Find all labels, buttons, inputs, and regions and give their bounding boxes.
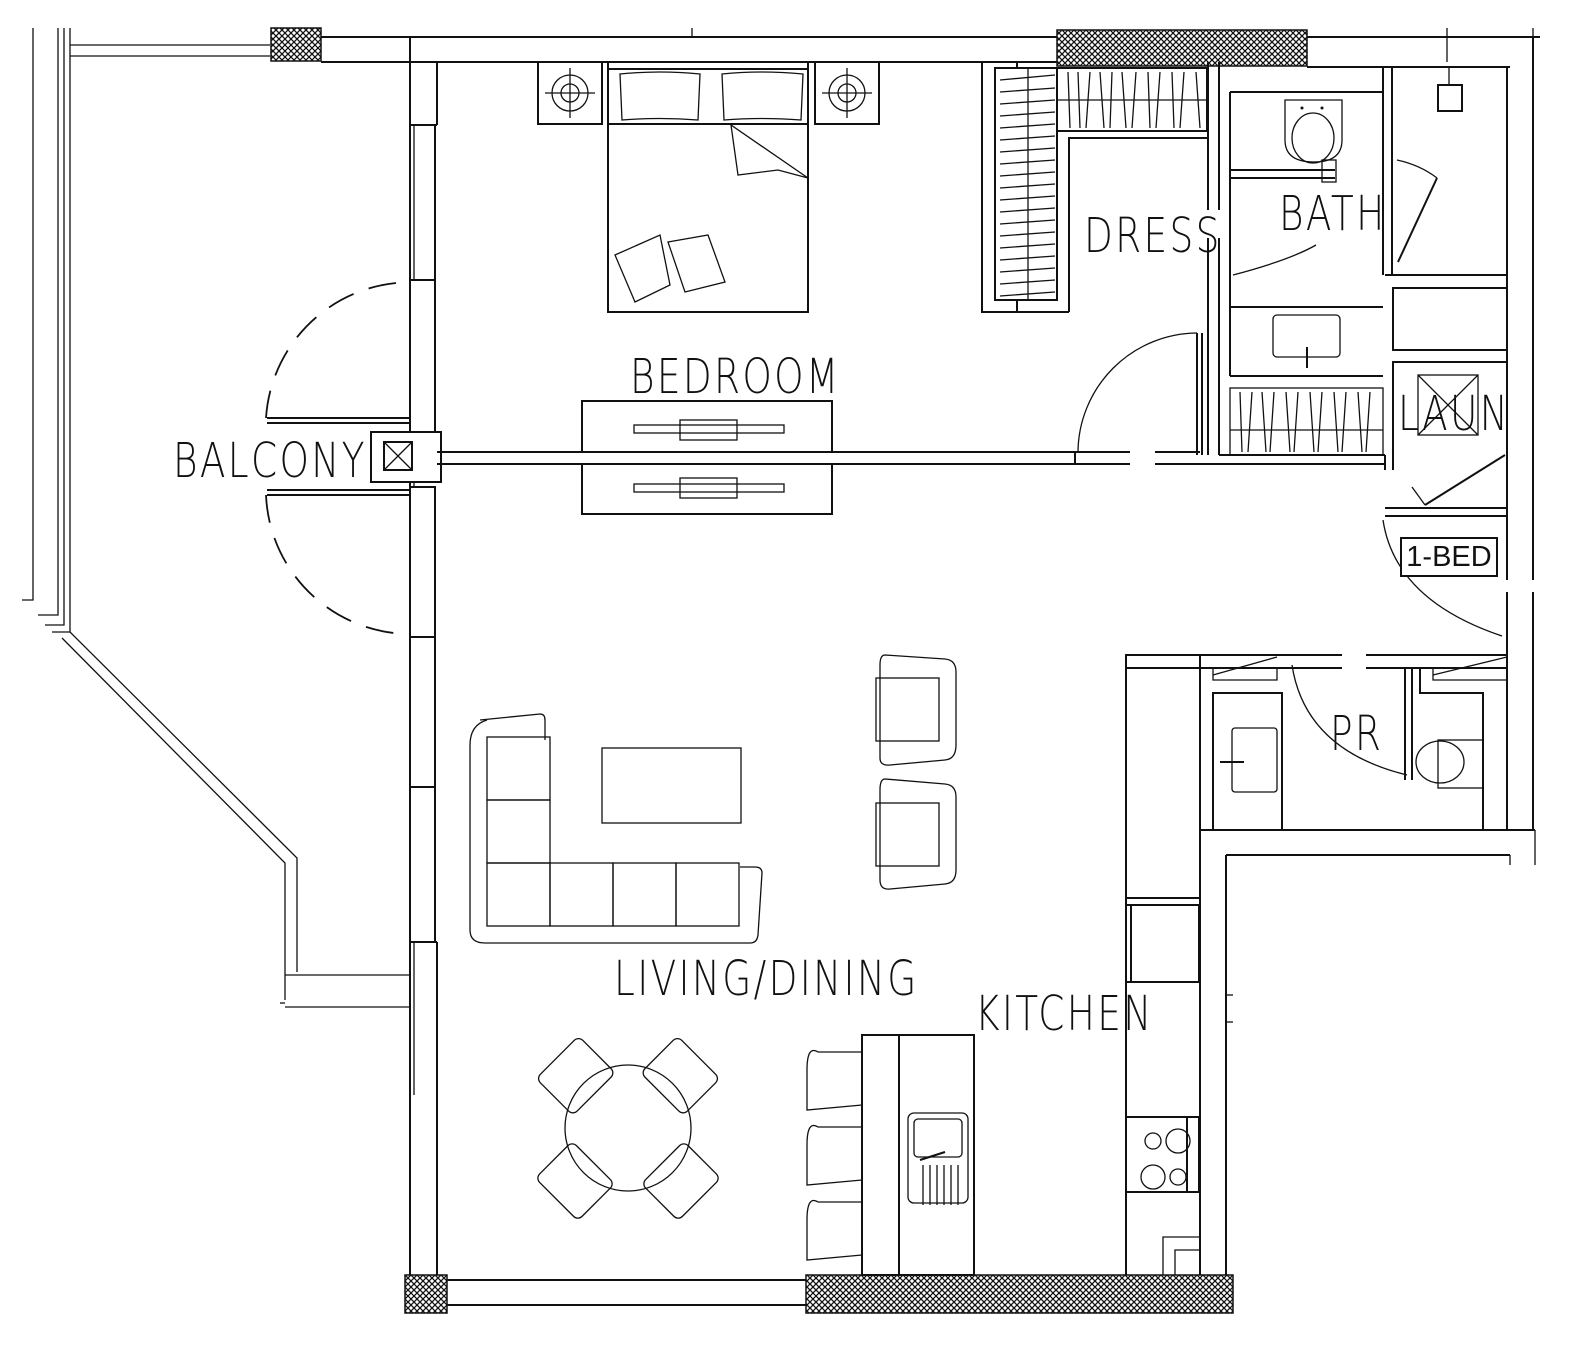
room-label-powder-room: PR [1330, 706, 1384, 762]
interior-walls [437, 61, 1508, 470]
dining-set [537, 1037, 719, 1219]
unit-type-label: 1-BED [1406, 540, 1492, 573]
door-swings [265, 159, 1507, 776]
balcony-railing [22, 28, 410, 1008]
bath-fixtures [1232, 99, 1343, 368]
room-label-living-dining: LIVING/DINING [614, 951, 919, 1007]
room-label-laundry: LAUN [1398, 386, 1511, 442]
room-label-bath: BATH [1279, 186, 1387, 242]
kitchen [806, 898, 1200, 1276]
laundry-washer [1417, 374, 1479, 436]
room-label-balcony: BALCONY [173, 433, 367, 489]
room-label-kitchen: KITCHEN [975, 986, 1154, 1042]
powder-room [1125, 654, 1508, 899]
structural-columns [270, 27, 1308, 1314]
bedroom-furniture [537, 61, 880, 515]
living-furniture [469, 654, 957, 944]
room-label-dress: DRESS [1084, 208, 1222, 264]
unit-type-tag: 1-BED [1400, 537, 1498, 577]
room-label-bedroom: BEDROOM [630, 349, 841, 405]
